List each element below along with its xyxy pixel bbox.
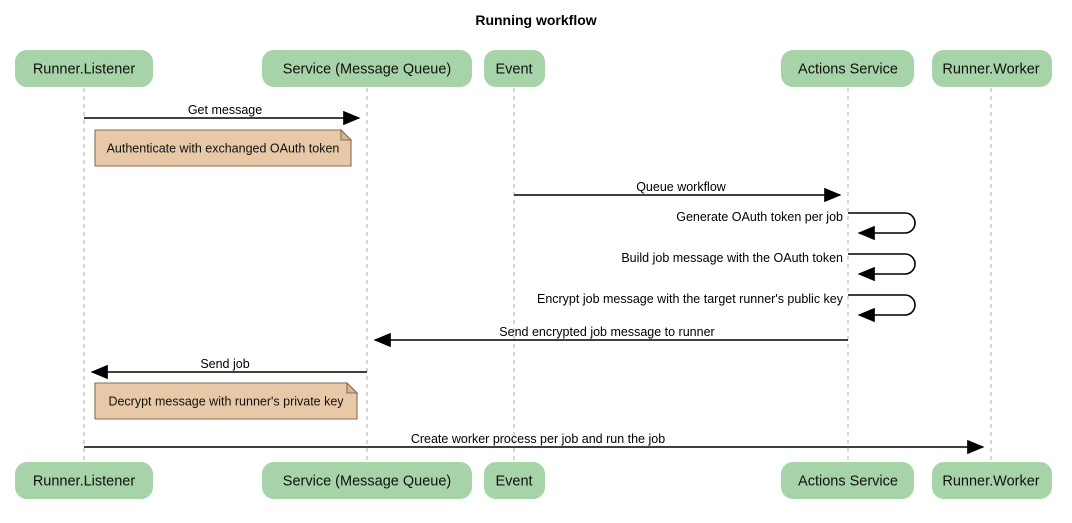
note-fold-corner [346,381,359,394]
message-label: Send job [200,357,249,371]
message-create-worker-process[interactable]: Create worker process per job and run th… [84,432,985,455]
message-self-loop[interactable] [848,212,916,241]
message-send-encrypted-job-message[interactable]: Send encrypted job message to runner [373,325,848,348]
actor-box[interactable] [15,462,153,499]
message-self-loop[interactable] [848,253,916,282]
actor-box[interactable] [262,462,472,499]
message-label: Create worker process per job and run th… [411,432,665,446]
actor-label: Runner.Worker [942,473,1039,489]
actor-service-message-queue-bottom[interactable]: Service (Message Queue) [262,462,472,499]
message-self-loop[interactable] [848,294,916,323]
actor-actions-service-bottom[interactable]: Actions Service [781,462,914,499]
actor-box[interactable] [932,50,1052,87]
actor-box[interactable] [15,50,153,87]
actor-event-top[interactable]: Event [484,50,545,87]
actor-label: Actions Service [798,473,898,489]
actor-box[interactable] [484,462,545,499]
message-label: Send encrypted job message to runner [499,325,714,339]
actor-label: Actions Service [798,61,898,77]
message-label: Generate OAuth token per job [676,210,843,224]
actor-label: Runner.Listener [33,473,136,489]
actor-actions-service-top[interactable]: Actions Service [781,50,914,87]
actors-top: Runner.Listener Service (Message Queue) … [15,50,1052,87]
message-build-job-message[interactable]: Build job message with the OAuth token [621,251,916,282]
message-label: Queue workflow [636,180,727,194]
message-generate-oauth-token-per-job[interactable]: Generate OAuth token per job [676,210,916,241]
note-decrypt-message-with-runners-private-key: Decrypt message with runner's private ke… [94,381,359,420]
message-encrypt-job-message[interactable]: Encrypt job message with the target runn… [537,292,916,323]
message-label: Encrypt job message with the target runn… [537,292,844,306]
note-shape [94,129,352,167]
actor-box[interactable] [781,50,914,87]
actor-box[interactable] [262,50,472,87]
actor-box[interactable] [484,50,545,87]
actors-bottom: Runner.Listener Service (Message Queue) … [15,462,1052,499]
notes: Authenticate with exchanged OAuth token … [94,128,359,420]
message-queue-workflow[interactable]: Queue workflow [514,180,842,203]
actor-label: Service (Message Queue) [283,61,451,77]
note-authenticate-with-exchanged-oauth-token: Authenticate with exchanged OAuth token [94,128,353,167]
lifelines [83,88,992,462]
actor-event-bottom[interactable]: Event [484,462,545,499]
actor-runner-worker-top[interactable]: Runner.Worker [932,50,1052,87]
message-get-message[interactable]: Get message [84,103,361,126]
actor-box[interactable] [781,462,914,499]
actor-runner-listener-bottom[interactable]: Runner.Listener [15,462,153,499]
actor-label: Runner.Worker [942,61,1039,77]
actor-service-message-queue-top[interactable]: Service (Message Queue) [262,50,472,87]
note-shape [94,382,358,420]
note-label: Decrypt message with runner's private ke… [108,394,344,408]
message-label: Build job message with the OAuth token [621,251,843,265]
message-label: Get message [188,103,262,117]
actor-runner-listener-top[interactable]: Runner.Listener [15,50,153,87]
note-label: Authenticate with exchanged OAuth token [107,141,340,155]
actor-label: Event [495,473,532,489]
actor-box[interactable] [932,462,1052,499]
message-send-job[interactable]: Send job [90,357,367,380]
note-fold-corner [340,128,353,141]
messages: Get message Queue workflow Generate OAut… [84,103,985,455]
actor-label: Service (Message Queue) [283,473,451,489]
actor-runner-worker-bottom[interactable]: Runner.Worker [932,462,1052,499]
actor-label: Runner.Listener [33,61,136,77]
actor-label: Event [495,61,532,77]
page-title: Running workflow [475,12,596,28]
